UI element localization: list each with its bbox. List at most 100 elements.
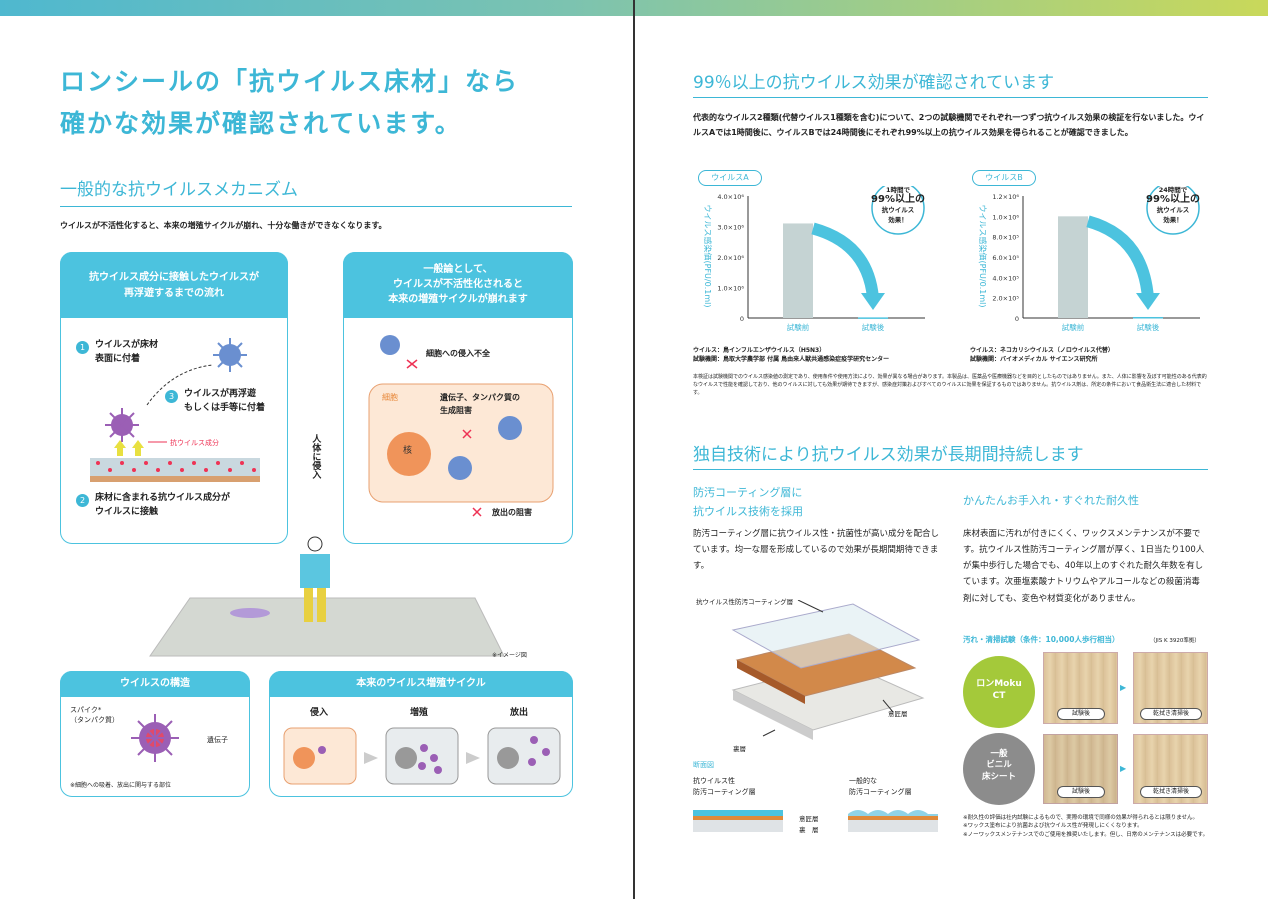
release-inhibit-label: 放出の阻害 xyxy=(492,508,532,517)
y-tick-label: 6.0×10⁵ xyxy=(992,254,1019,262)
callout-text: 効果！ xyxy=(888,215,908,224)
y-tick-label: 1.2×10⁶ xyxy=(992,193,1019,201)
mechanism-intro: ウイルスが不活性化すると、本来の増殖サイクルが崩れ、十分な働きができなくなります… xyxy=(60,221,387,230)
maintenance-body: 床材表面に汚れが付きにくく、ワックスメンテナンスが不要です。抗ウイルス性防汚コー… xyxy=(963,529,1205,604)
bar-試験前 xyxy=(1058,216,1088,318)
y-axis-label: ウイルス感染価(PFU/0.1ml) xyxy=(978,205,988,308)
efficacy-title: 99％以上の抗ウイルス効果が確認されています xyxy=(693,73,1055,93)
cross-section-label-1: 抗ウイルス性 防汚コーティング層 xyxy=(693,777,756,796)
cycle-step-proliferation: 増殖 xyxy=(410,708,429,718)
virus-icon xyxy=(105,408,139,442)
decrease-arrow xyxy=(1086,215,1154,299)
x-tick-label: 試験後 xyxy=(1137,322,1160,332)
mechanism-rule xyxy=(60,206,572,207)
y-tick-label: 0 xyxy=(1015,315,1019,323)
efficacy-intro: 代表的なウイルス2種類(代替ウイルス1種類を含む)について、2つの試験機関でそれ… xyxy=(693,113,1205,138)
cross-design-label: 意匠層 xyxy=(799,815,819,823)
body-entry-label: 人体に侵入 xyxy=(310,434,321,479)
callout-bubble xyxy=(1146,186,1200,235)
coating-subtitle: 防汚コーティング層に 抗ウイルス技術を採用 xyxy=(693,486,803,518)
after-test-label: 試験後 xyxy=(1057,708,1105,720)
step-1-text: ウイルスが床材 表面に付着 xyxy=(95,340,159,365)
layer-coat-label: 抗ウイルス性防汚コーティング層 xyxy=(696,598,794,606)
callout-text: 効果！ xyxy=(1163,215,1183,224)
callout-text: 抗ウイルス xyxy=(1157,205,1190,214)
gene-inhibit-label: 遺伝子、タンパク質の 生成阻害 xyxy=(440,393,520,415)
virus-b-tag: ウイルスB xyxy=(972,170,1036,186)
after-clean-label: 乾拭き清掃後 xyxy=(1140,708,1202,720)
panel-cycle-break-header: 一般論として、 ウイルスが不活性化されると 本来の増殖サイクルが崩れます xyxy=(343,252,573,318)
bar-試験前 xyxy=(783,223,813,318)
decrease-arrow xyxy=(811,222,879,299)
panel-flow-header: 抗ウイルス成分に接触したウイルスが 再浮遊するまでの流れ xyxy=(60,252,288,318)
callout-text: 1時間で xyxy=(886,186,911,194)
step-3-text: ウイルスが再浮遊 もしくは手等に付着 xyxy=(184,389,266,414)
cell-illustration xyxy=(368,335,554,517)
y-tick-label: 4.0×10⁵ xyxy=(992,274,1019,282)
step-number-2: 2 xyxy=(76,494,89,507)
virus-icon-floating xyxy=(213,338,247,372)
x-tick-label: 試験後 xyxy=(862,322,885,332)
component-label: 抗ウイルス成分 xyxy=(170,439,219,447)
virus-a-tag: ウイルスA xyxy=(698,170,762,186)
durability-rule xyxy=(693,469,1208,470)
page-divider xyxy=(633,0,635,899)
headline-line1: ロンシールの「抗ウイルス床材」なら xyxy=(60,67,520,96)
after-test-label: 試験後 xyxy=(1057,786,1105,798)
y-tick-label: 2.0×10⁵ xyxy=(992,295,1019,303)
coating-body: 防汚コーティング層に抗ウイルス性・抗菌性が高い成分を配合しています。均一な層を形… xyxy=(693,529,939,572)
step-number-1: 1 xyxy=(76,341,89,354)
y-tick-label: 1.0×10⁶ xyxy=(717,285,744,293)
gene-label: 遺伝子 xyxy=(207,736,228,744)
decrease-arrowhead xyxy=(861,293,885,310)
x-tick-label: 試験前 xyxy=(1062,322,1085,332)
product-vinyl-badge: 一般 ビニル 床シート xyxy=(963,733,1035,805)
mechanism-title: 一般的な抗ウイルスメカニズム xyxy=(60,180,298,200)
virus-a-note: ウイルス：鳥インフルエンザウイルス（H5N3） 試験機関：鳥取大学農学部 付属 … xyxy=(693,347,890,363)
efficacy-rule xyxy=(693,97,1208,98)
callout-text: 24時間で xyxy=(1159,186,1188,194)
efficacy-disclaimer: 本検証は試験機関でのウイルス感染値の測定であり、使用条件や使用方法により、効果が… xyxy=(693,374,1207,396)
structure-header: ウイルスの構造 xyxy=(60,671,250,697)
entry-fail-label: 細胞への侵入不全 xyxy=(426,349,490,358)
decrease-arrowhead xyxy=(1136,293,1160,310)
floor-person-illustration xyxy=(149,536,505,657)
cross-section-label-2: 一般的な 防汚コーティング層 xyxy=(849,777,912,796)
durability-title: 独自技術により抗ウイルス効果が長期間持続します xyxy=(693,445,1084,465)
x-tick-label: 試験前 xyxy=(787,322,810,332)
headline-line2: 確かな効果が確認されています。 xyxy=(60,109,462,138)
after-clean-label: 乾拭き清掃後 xyxy=(1140,786,1202,798)
cross-section-diagram xyxy=(693,810,938,832)
callout-bubble xyxy=(871,186,925,235)
callout-text: 抗ウイルス xyxy=(882,205,915,214)
product-ronmoku-badge: ロンMoku CT xyxy=(963,656,1035,728)
y-axis-label: ウイルス感染価(PFU/0.1ml) xyxy=(703,205,713,308)
chart-virus-a: 4.0×10⁶ 3.0×10⁶ 2.0×10⁶ 1.0×10⁶ 0 ウイルス感染価(PFU… xyxy=(703,186,925,332)
cell-label: 細胞 xyxy=(382,393,398,402)
structure-note: ※細胞への吸着、放出に関与する部位 xyxy=(70,782,172,789)
image-note: ※イメージ図 xyxy=(492,652,527,659)
spike-label: スパイク* （タンパク質） xyxy=(70,706,119,724)
test-title: 汚れ・清掃試験（条件：10,000人歩行相当） xyxy=(963,635,1120,644)
cycle-step-entry: 侵入 xyxy=(310,708,329,718)
y-tick-label: 1.0×10⁶ xyxy=(992,213,1019,221)
maintenance-subtitle: かんたんお手入れ・すぐれた耐久性 xyxy=(963,494,1139,507)
layer-design-label: 意匠層 xyxy=(888,710,908,718)
y-tick-label: 0 xyxy=(740,315,744,323)
arrow-right-icon: ▶ xyxy=(1120,764,1127,773)
y-tick-label: 3.0×10⁶ xyxy=(717,224,744,232)
step-2-text: 床材に含まれる抗ウイルス成分が ウイルスに接触 xyxy=(95,493,231,518)
y-tick-label: 2.0×10⁶ xyxy=(717,254,744,262)
cycle-step-release: 放出 xyxy=(510,708,529,718)
layer-diagram xyxy=(731,600,925,740)
bar-試験後 xyxy=(1133,316,1163,319)
virus-structure-icon xyxy=(131,714,179,762)
y-tick-label: 4.0×10⁶ xyxy=(717,193,744,201)
nucleus-label: 核 xyxy=(403,446,413,456)
arrow-right-icon: ▶ xyxy=(1120,683,1127,692)
section-label: 断面図 xyxy=(693,761,714,769)
cycle-illustration xyxy=(283,727,561,785)
layer-back-label: 裏層 xyxy=(733,745,746,753)
bar-試験後 xyxy=(858,317,888,319)
footnotes: ※耐久性の評価は社内試験によるもので、実際の環境で同様の効果が得られるとは限りま… xyxy=(963,815,1209,838)
